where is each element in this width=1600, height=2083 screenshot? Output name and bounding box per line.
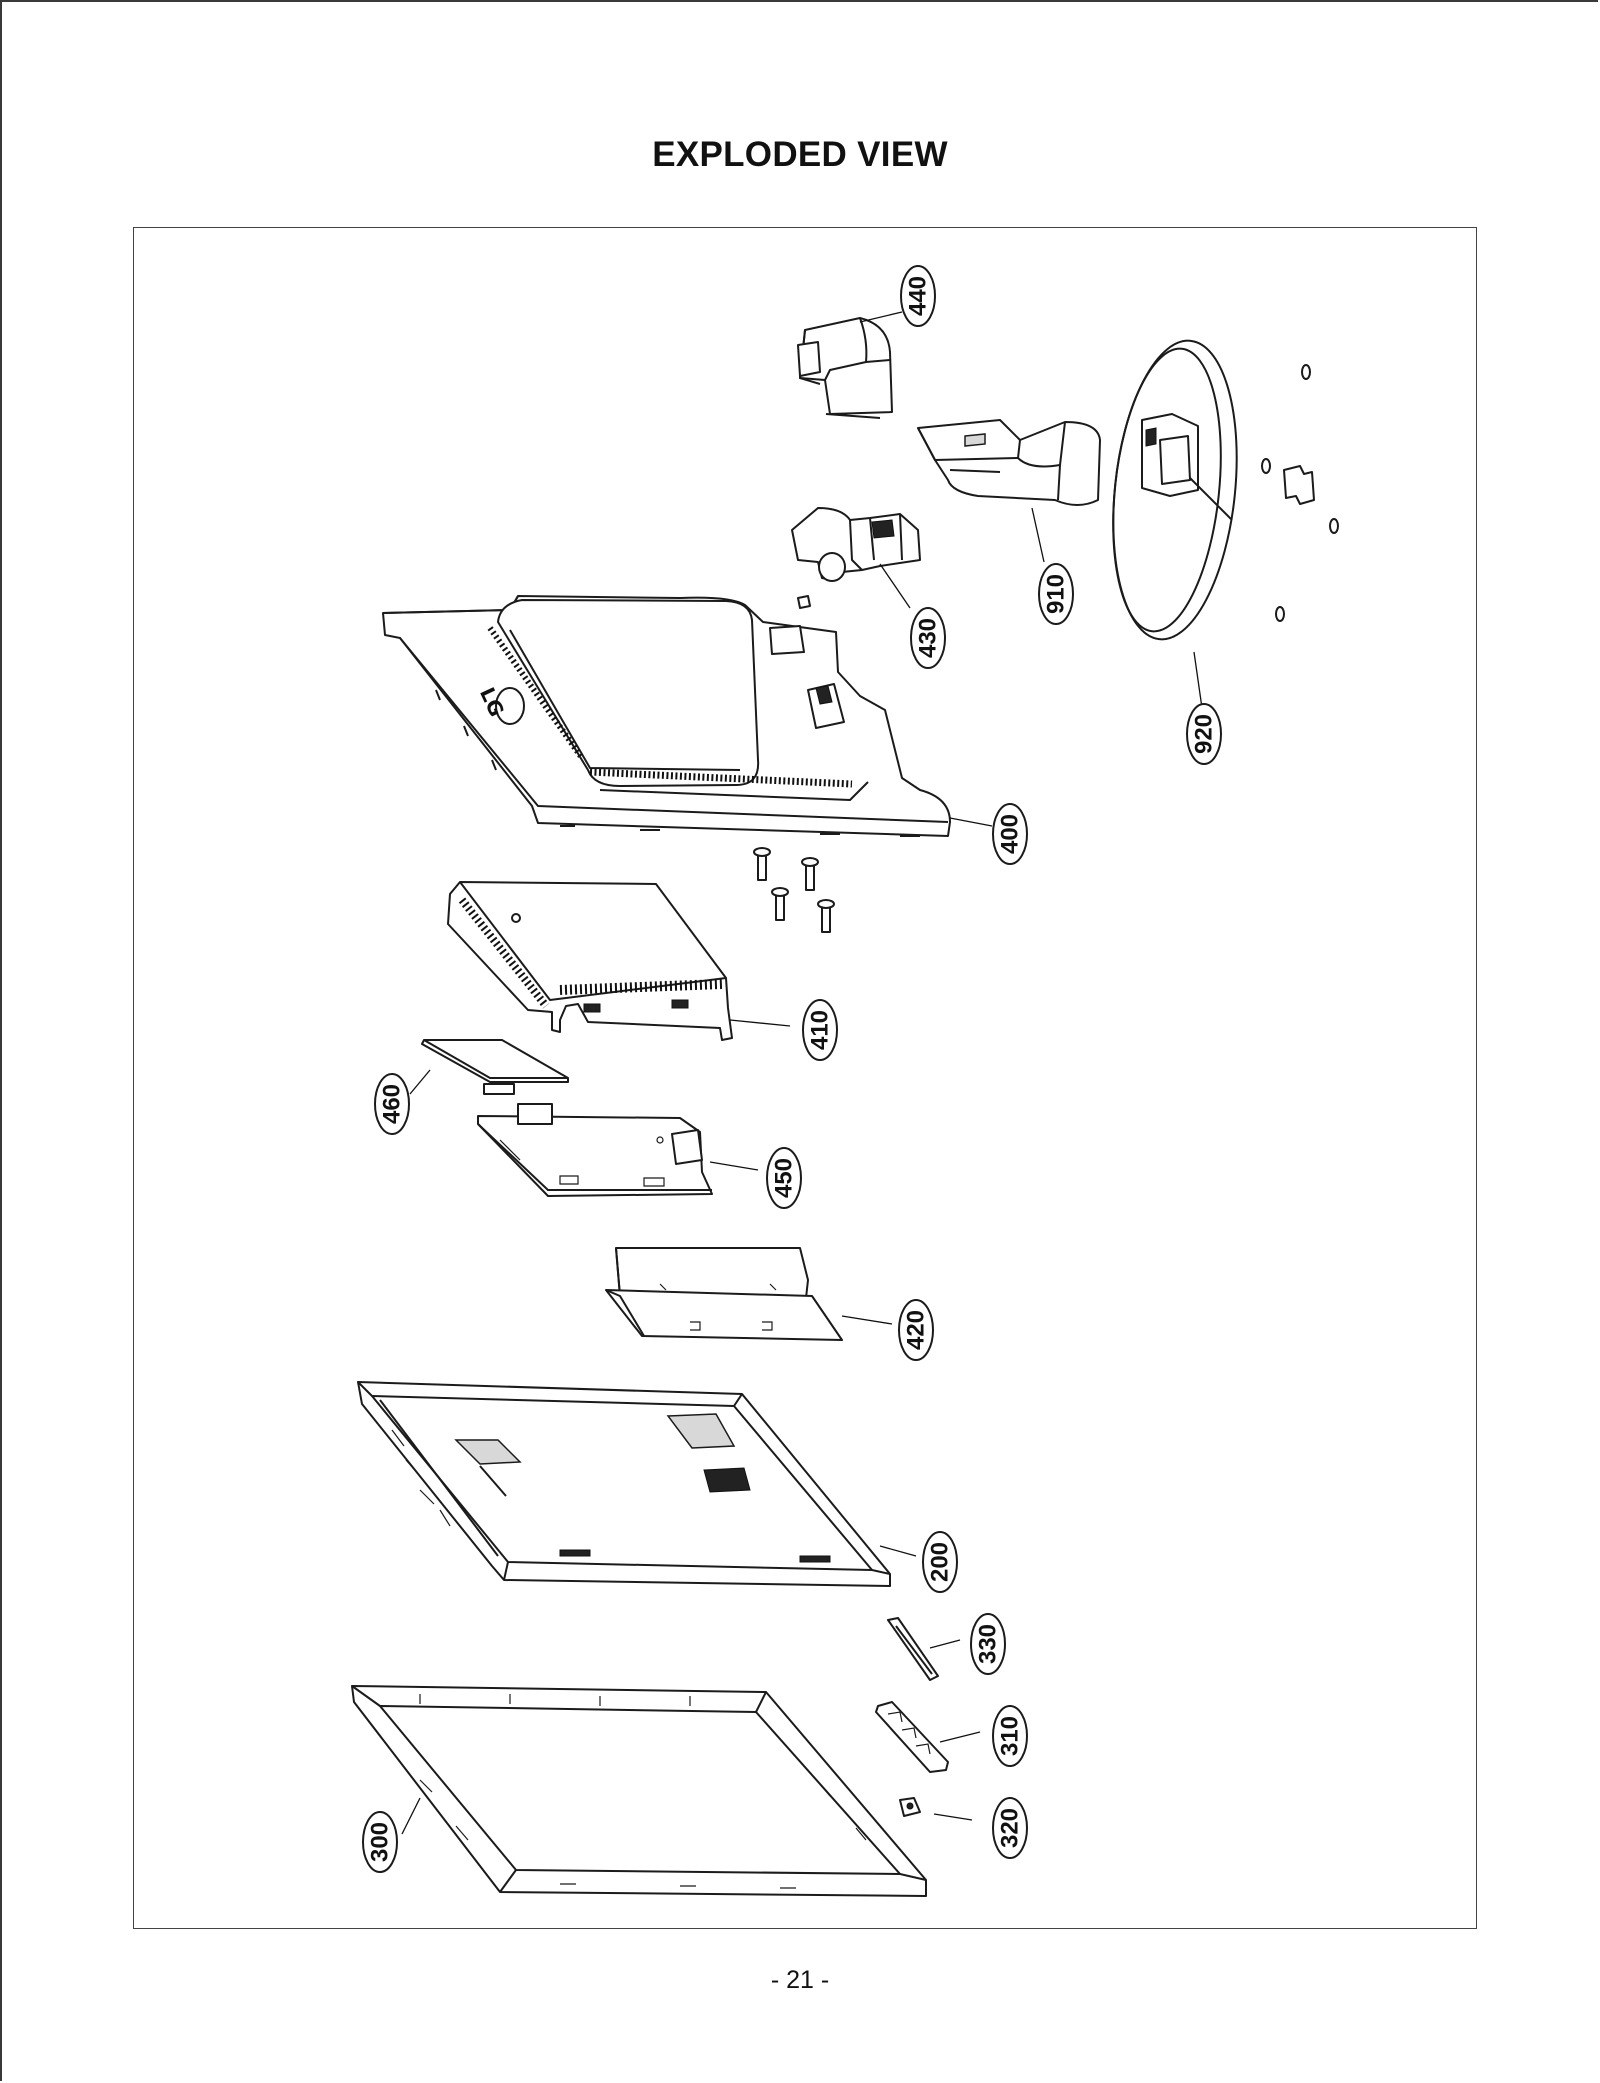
part-920-stand-base — [1112, 339, 1339, 641]
svg-text:300: 300 — [367, 1822, 394, 1862]
svg-text:420: 420 — [903, 1310, 930, 1350]
svg-text:920: 920 — [1191, 714, 1218, 754]
callout-300: 300 — [362, 1811, 398, 1873]
callout-310: 310 — [992, 1705, 1028, 1767]
page-title: EXPLODED VIEW — [652, 135, 948, 174]
callout-440: 440 — [900, 265, 936, 327]
svg-text:410: 410 — [807, 1010, 834, 1050]
part-310-control-panel — [875, 1701, 949, 1773]
callout-410: 410 — [802, 999, 838, 1061]
svg-text:330: 330 — [975, 1624, 1002, 1664]
part-200-panel-frame — [357, 1381, 891, 1587]
callout-460: 460 — [374, 1073, 410, 1135]
svg-text:400: 400 — [997, 814, 1024, 854]
part-320-led-board — [899, 1797, 921, 1817]
callout-330: 330 — [970, 1613, 1006, 1675]
callout-910: 910 — [1038, 563, 1074, 625]
part-910-stand-neck — [917, 419, 1101, 506]
screws-group — [753, 847, 835, 933]
part-400-back-cover: LG — [382, 595, 951, 837]
svg-text:910: 910 — [1043, 574, 1070, 614]
callout-320: 320 — [992, 1797, 1028, 1859]
callout-400: 400 — [992, 803, 1028, 865]
part-300-front-bezel — [351, 1685, 927, 1897]
part-440-hinge-cover — [797, 317, 893, 419]
part-330-button-bar — [887, 1617, 939, 1681]
part-410-shield-case — [447, 881, 733, 1041]
diagram-frame — [133, 227, 1477, 1929]
svg-text:320: 320 — [997, 1808, 1024, 1848]
callout-430: 430 — [910, 607, 946, 669]
callout-200: 200 — [922, 1531, 958, 1593]
part-420-bracket — [605, 1247, 843, 1341]
page-number: - 21 - — [770, 1966, 830, 1994]
svg-text:450: 450 — [771, 1158, 798, 1198]
part-430-hinge — [791, 507, 921, 609]
svg-text:310: 310 — [997, 1716, 1024, 1756]
svg-text:440: 440 — [905, 276, 932, 316]
svg-text:200: 200 — [927, 1542, 954, 1582]
part-460-small-board — [421, 1039, 569, 1095]
part-450-main-board — [477, 1103, 713, 1197]
callout-920: 920 — [1186, 703, 1222, 765]
leader-lines — [401, 311, 1203, 1835]
svg-text:460: 460 — [379, 1084, 406, 1124]
callout-420: 420 — [898, 1299, 934, 1361]
callout-450: 450 — [766, 1147, 802, 1209]
svg-text:430: 430 — [915, 618, 942, 658]
